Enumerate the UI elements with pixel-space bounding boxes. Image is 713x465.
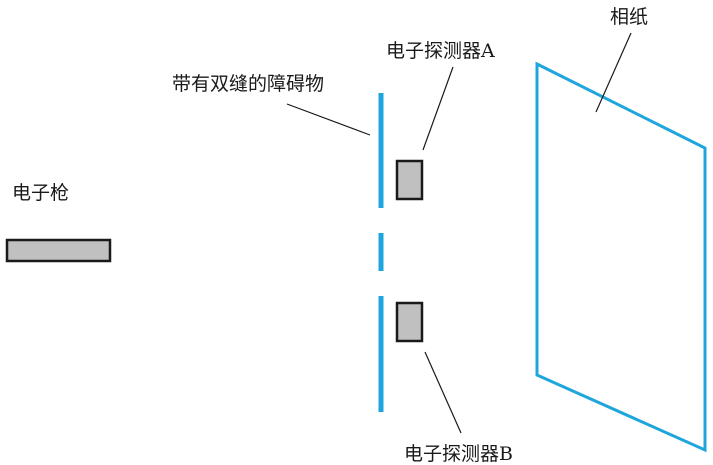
detector-a [395,159,424,201]
double-slit-barrier-label: 带有双缝的障碍物 [172,73,325,95]
detector-b [395,301,424,343]
detector-b-label: 电子探测器B [404,443,513,465]
leader-line-photo-paper [595,32,632,113]
leader-line-barrier [286,103,371,136]
leader-line-detector-b [424,351,462,434]
electron-gun [5,238,112,263]
photo-paper [535,61,707,453]
electron-gun-label: 电子枪 [12,182,70,204]
leader-line-detector-a [422,66,454,151]
detector-a-label: 电子探测器A [386,40,495,62]
photo-paper-label: 相纸 [610,6,649,28]
